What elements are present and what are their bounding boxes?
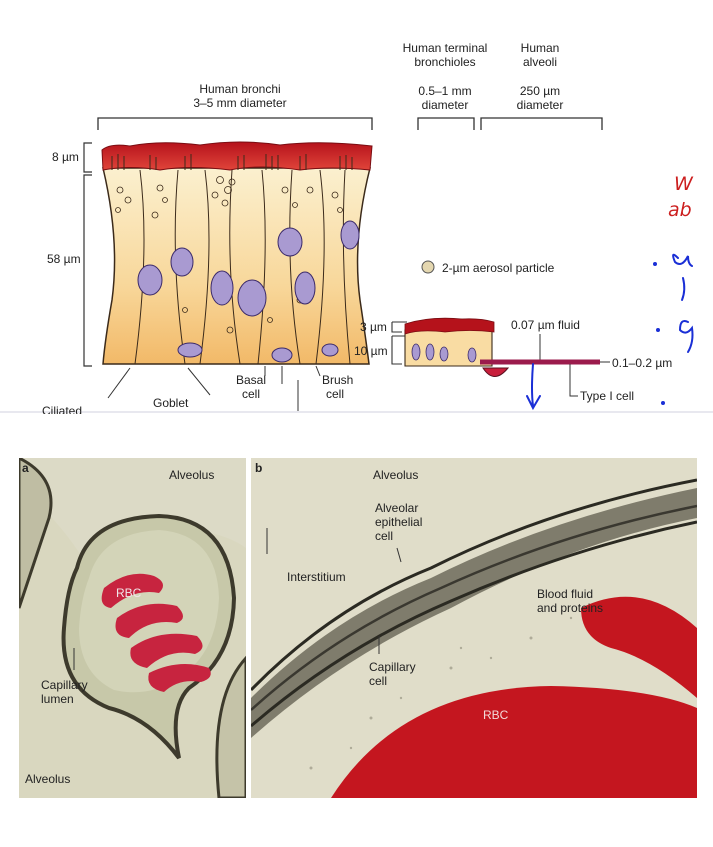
micro-b-rbc: RBC — [483, 708, 509, 722]
micrograph-b-graphic — [251, 458, 697, 798]
brush-label-1: Brush — [322, 373, 354, 387]
texture-dots — [309, 616, 573, 770]
micrograph-b: b Alveolus Alveolar epithelial cell Inte… — [251, 458, 697, 798]
micro-b-alveolus: Alveolus — [373, 468, 419, 482]
handwriting-red-1: W — [674, 173, 693, 195]
aerosol-particle-icon — [421, 260, 435, 274]
nuclei — [137, 220, 360, 363]
dim-bracket-58um — [83, 174, 92, 367]
airway-diagram-graphic — [0, 117, 713, 413]
type1-leader — [569, 364, 578, 397]
micro-a-capillary-1: Capillary — [41, 678, 88, 692]
micro-b-blood-fluid-2: and proteins — [537, 601, 604, 615]
panel-a-letter: a — [22, 461, 29, 475]
terminal-bracket — [417, 117, 475, 130]
alveoli-title-2: alveoli — [522, 55, 558, 69]
bronchiole-mucus — [404, 317, 495, 335]
micro-a-alveolus-top: Alveolus — [169, 468, 215, 482]
alveoli-bracket — [480, 117, 603, 130]
dim-8um: 8 µm — [52, 150, 79, 164]
micro-a-rbc: RBC — [116, 586, 142, 600]
cilia — [111, 154, 353, 170]
micro-b-interstitium: Interstitium — [287, 570, 346, 584]
bronchiole-nuclei — [411, 343, 477, 363]
dim-bracket-8um — [83, 142, 92, 173]
bronchi-title: Human bronchi — [199, 82, 281, 96]
micro-b-capillary-2: cell — [369, 674, 388, 688]
hand-arrow — [526, 363, 541, 411]
rbc-shapes — [101, 573, 211, 692]
type1-label: Type I cell — [580, 389, 635, 403]
micro-b-epithelial-2: epithelial — [375, 515, 423, 529]
ciliated-label: Ciliated — [42, 404, 83, 414]
basal-label-1: Basal — [236, 373, 267, 387]
micrograph-a-graphic — [19, 458, 246, 798]
alveoli-diameter-2: diameter — [516, 98, 564, 112]
hand-scribbles — [672, 253, 694, 353]
goblet-label: Goblet — [153, 396, 189, 410]
airway-diagram: Human bronchi 3–5 mm diameter Human term… — [0, 0, 713, 420]
dim-3um: 3 µm — [360, 320, 387, 334]
fluid-label: 0.07 µm fluid — [511, 318, 580, 332]
terminal-title-2: bronchioles — [414, 55, 476, 69]
thickness-label: 0.1–0.2 µm — [612, 356, 673, 370]
micro-b-epithelial-3: cell — [375, 529, 394, 543]
dim-bracket-small — [391, 321, 407, 365]
micro-a-capillary-2: lumen — [41, 692, 74, 706]
separator — [0, 411, 713, 413]
alveoli-diameter-1: 250 µm — [519, 84, 561, 98]
terminal-title-1: Human terminal — [402, 41, 488, 55]
dim-58um: 58 µm — [47, 252, 81, 266]
type1-nucleus — [482, 367, 510, 377]
bronchi-bracket — [97, 117, 373, 130]
bronchi-epithelium — [102, 167, 371, 365]
micro-b-epithelial-1: Alveolar — [375, 501, 419, 515]
cell-boundaries — [134, 169, 351, 365]
terminal-diameter-1: 0.5–1 mm — [418, 84, 472, 98]
bronchi-diameter: 3–5 mm diameter — [193, 96, 287, 110]
handwriting-red-2: ab — [668, 199, 692, 221]
alveoli-title-1: Human — [520, 41, 560, 55]
bronchi-mucus — [101, 141, 373, 171]
micrograph-a: a Alveolus RBC Capillary lumen Alveolus — [19, 458, 246, 798]
panel-b-letter: b — [255, 461, 263, 475]
brush-label-2: cell — [326, 387, 345, 401]
micro-b-capillary-1: Capillary — [369, 660, 416, 674]
terminal-diameter-2: diameter — [421, 98, 469, 112]
hand-bullets — [653, 262, 665, 405]
micro-b-blood-fluid-1: Blood fluid — [537, 587, 594, 601]
basal-label-2: cell — [242, 387, 261, 401]
dim-10um: 10 µm — [354, 344, 388, 358]
aerosol-label: 2-µm aerosol particle — [442, 261, 555, 275]
micro-a-alveolus-bottom: Alveolus — [25, 772, 71, 786]
cell-leaders — [107, 365, 321, 412]
